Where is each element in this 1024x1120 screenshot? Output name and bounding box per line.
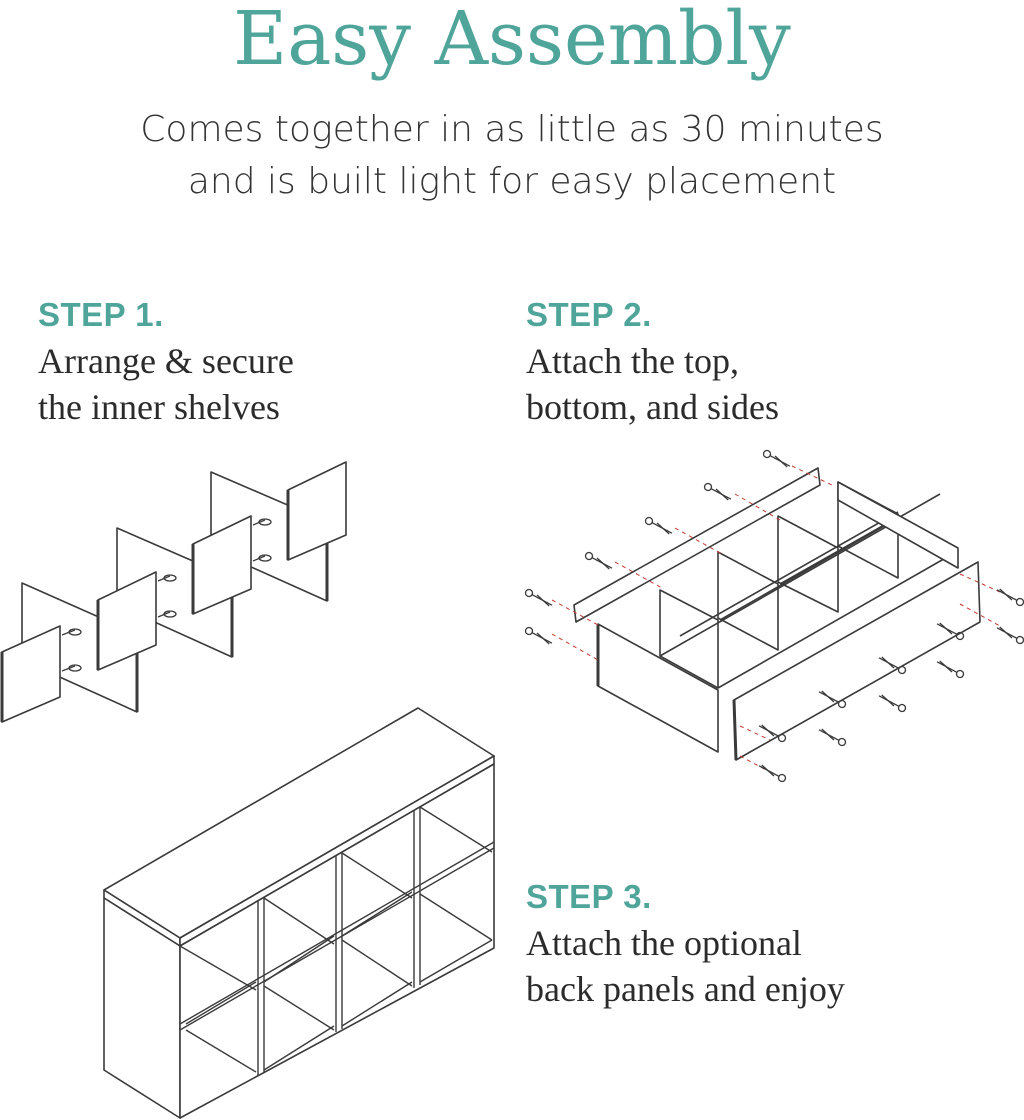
- screw-guide-lines: [551, 465, 1001, 773]
- step-1-text-line-2: the inner shelves: [38, 387, 280, 427]
- step-3-text-line-2: back panels and enjoy: [526, 969, 845, 1009]
- subtitle-line-1: Comes together in as little as 30 minute…: [140, 109, 884, 150]
- small-shelf-3: [191, 515, 252, 615]
- small-shelf-4: [286, 461, 347, 561]
- page-title: Easy Assembly: [233, 0, 791, 82]
- small-shelf-2: [96, 571, 157, 671]
- right-side-board: [837, 481, 959, 569]
- organizer-cubbies: [179, 806, 495, 1076]
- screw-icons: [524, 449, 1024, 783]
- step-3-organizer-illustration: [103, 707, 495, 1119]
- step-2-text-line-1: Attach the top,: [526, 341, 739, 381]
- step-1-text: Arrange & secure the inner shelves: [38, 338, 294, 430]
- step-1-text-line-1: Arrange & secure: [38, 341, 294, 381]
- step-2-label: STEP 2.: [526, 296, 652, 333]
- step-1-label: STEP 1.: [38, 296, 164, 333]
- step-3-text-line-1: Attach the optional: [526, 923, 802, 963]
- page-subtitle: Comes together in as little as 30 minute…: [0, 104, 1024, 208]
- small-shelf-1: [0, 625, 61, 723]
- step-2-text: Attach the top, bottom, and sides: [526, 338, 779, 430]
- step-2-text-line-2: bottom, and sides: [526, 387, 779, 427]
- top-board: [573, 467, 821, 623]
- subtitle-line-2: and is built light for easy placement: [187, 161, 837, 202]
- step-2-frame-illustration: [524, 449, 1024, 783]
- step-1-shelves-illustration: [0, 461, 347, 723]
- step-3-text: Attach the optional back panels and enjo…: [526, 920, 845, 1012]
- dowel-pins: [61, 518, 272, 672]
- step-3-label: STEP 3.: [526, 878, 652, 915]
